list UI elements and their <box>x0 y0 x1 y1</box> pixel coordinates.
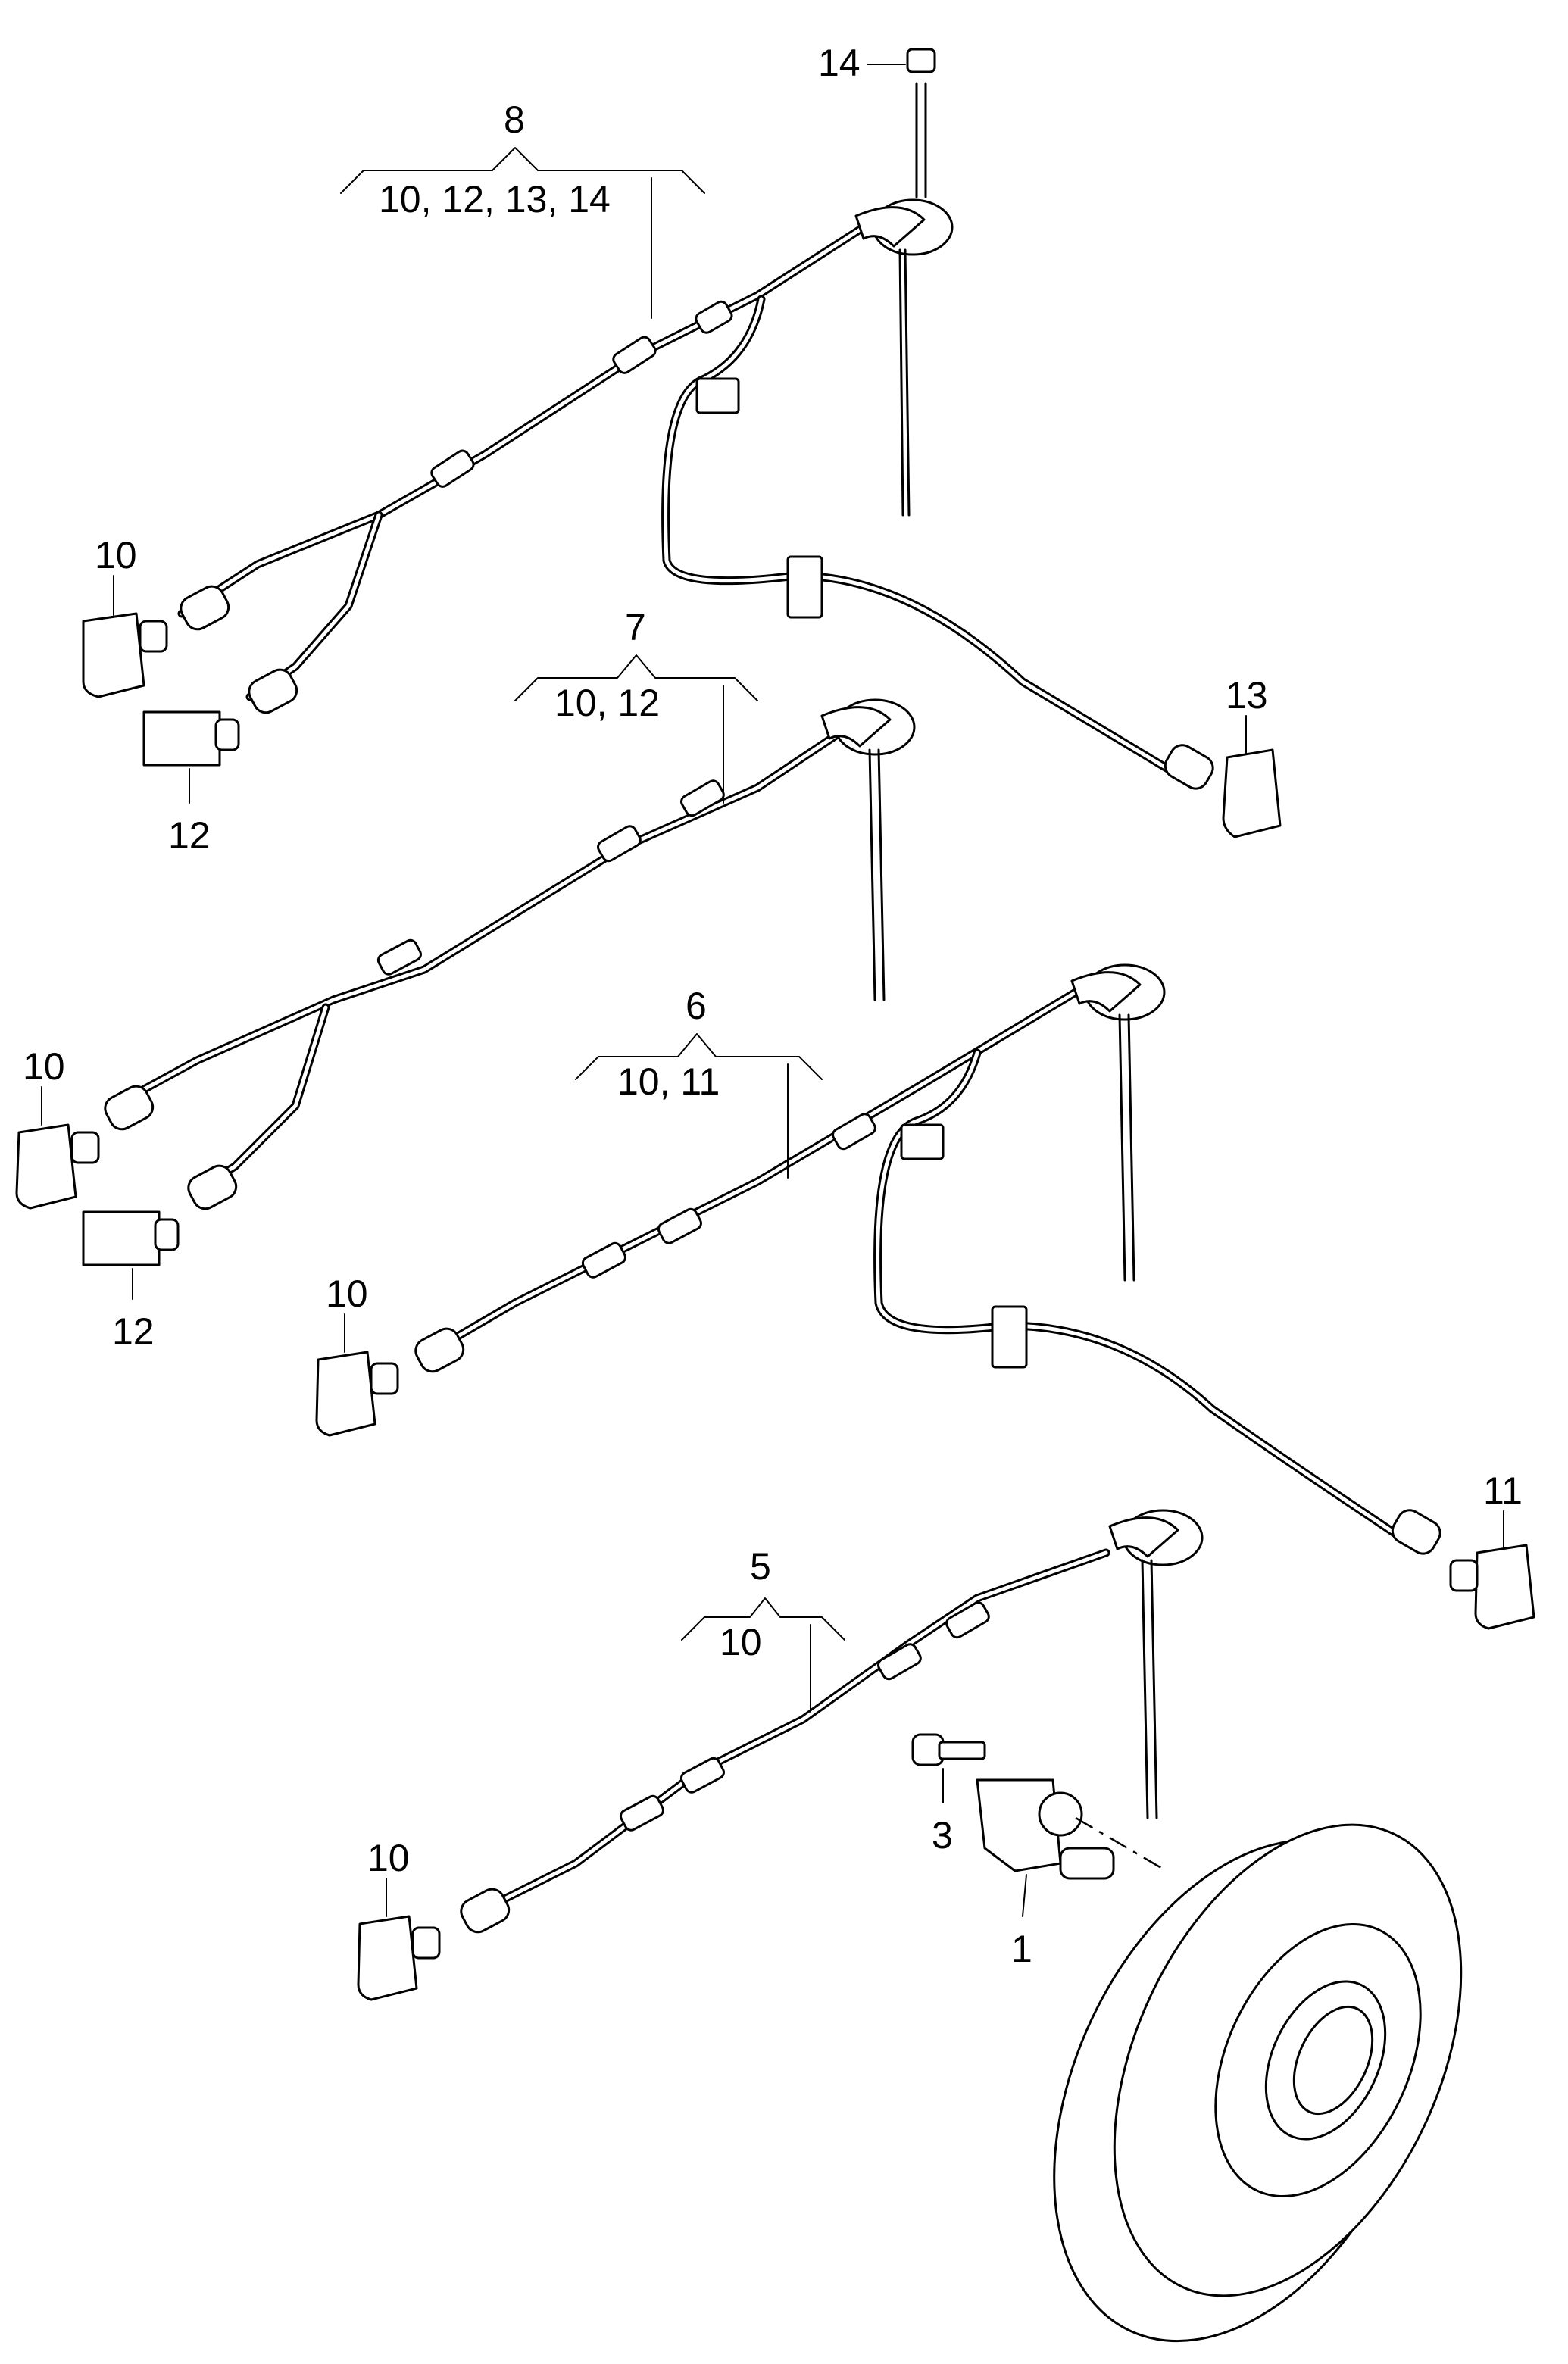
callout-10-a-label: 10 <box>95 534 137 576</box>
connector-housing-11 <box>1449 1544 1535 1630</box>
callout-5: 5 10 <box>681 1545 845 1713</box>
connector-housing-10-b <box>15 1123 100 1210</box>
callout-10-d: 10 <box>367 1837 410 1917</box>
callout-3: 3 <box>932 1768 953 1857</box>
callout-5-label: 5 <box>750 1545 771 1588</box>
wiring-harness-7 <box>104 698 916 1210</box>
connector-housing-10-d <box>357 1915 441 2001</box>
callout-10-b: 10 <box>23 1045 65 1126</box>
callout-7: 7 10, 12 <box>514 606 758 804</box>
callout-13: 13 <box>1226 674 1268 754</box>
bolt-3 <box>911 1733 986 1766</box>
callout-10-b-label: 10 <box>23 1045 65 1088</box>
callout-10-d-label: 10 <box>367 1837 410 1879</box>
callout-7-sub-label: 10, 12 <box>554 682 660 724</box>
wiring-harness-8 <box>177 48 1214 790</box>
connector-housing-13 <box>1222 748 1282 838</box>
wheel-speed-sensor-1 <box>976 1778 1115 1880</box>
callout-10-c-label: 10 <box>326 1273 368 1315</box>
callout-13-label: 13 <box>1226 674 1268 717</box>
callout-5-sub-label: 10 <box>720 1621 762 1663</box>
callout-10-a: 10 <box>95 534 137 616</box>
callout-14: 14 <box>818 42 906 84</box>
callout-14-label: 14 <box>818 42 861 84</box>
callout-10-c: 10 <box>326 1273 368 1353</box>
wiring-harness-5 <box>460 1509 1204 1934</box>
connector-housing-10-c <box>315 1351 399 1437</box>
callout-12-a-label: 12 <box>168 814 211 857</box>
callout-8-label: 8 <box>504 98 525 141</box>
callout-6: 6 10, 11 <box>575 985 823 1179</box>
callout-12-a: 12 <box>168 768 211 857</box>
callout-8: 8 10, 12, 13, 14 <box>340 98 705 319</box>
brake-disc <box>1053 1823 1463 2343</box>
callout-1-label: 1 <box>1011 1928 1032 1970</box>
callout-7-label: 7 <box>625 606 646 648</box>
sensor-axis-line <box>1075 1816 1167 1872</box>
connector-housing-10-a <box>82 612 168 698</box>
callout-8-sub-label: 10, 12, 13, 14 <box>379 178 611 220</box>
callout-6-label: 6 <box>686 985 707 1027</box>
callout-1: 1 <box>1011 1874 1032 1970</box>
callout-11-label: 11 <box>1483 1469 1523 1512</box>
wiring-harness-6 <box>414 963 1441 1555</box>
callout-12-b-label: 12 <box>112 1310 155 1353</box>
callout-12-b: 12 <box>112 1268 155 1353</box>
callout-3-label: 3 <box>932 1814 953 1857</box>
connector-housing-12-b <box>82 1210 180 1266</box>
callout-11: 11 <box>1483 1469 1523 1550</box>
callout-6-sub-label: 10, 11 <box>617 1060 720 1103</box>
connector-housing-12-a <box>142 710 240 767</box>
